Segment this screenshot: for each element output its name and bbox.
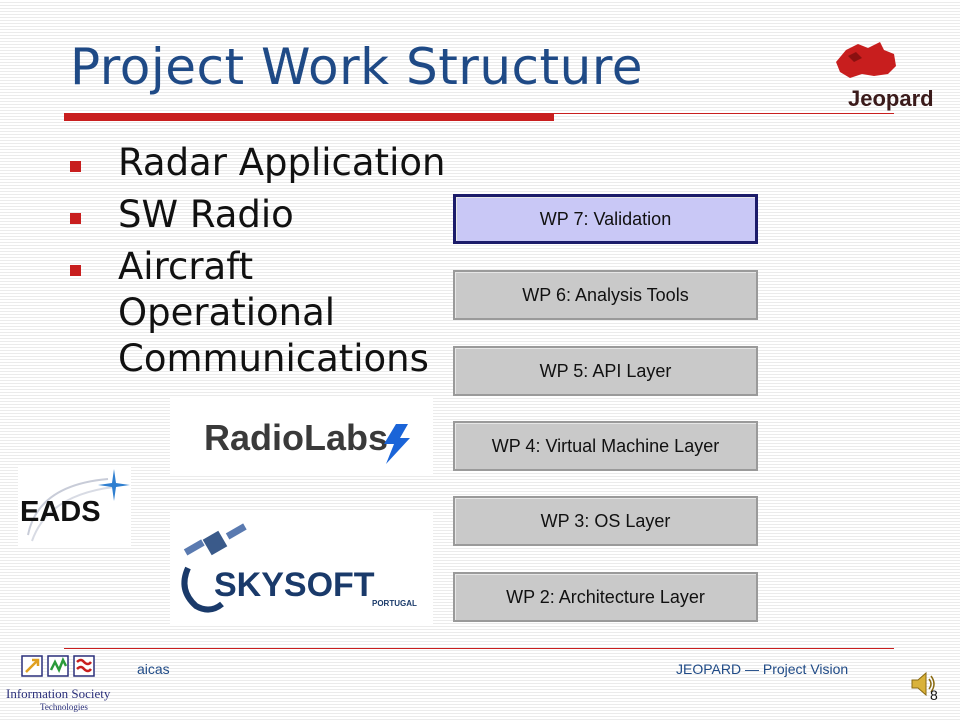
- jeopard-logo: Jeopard: [836, 42, 934, 111]
- radiolabs-logo: RadioLabs: [170, 398, 433, 474]
- wp-6-box[interactable]: WP 6: Analysis Tools: [453, 270, 758, 320]
- wp-label: WP 7: Validation: [539, 208, 672, 229]
- wp-label: WP 2: Architecture Layer: [506, 586, 705, 607]
- title-underline-thin: [554, 113, 894, 114]
- footer-right-text: JEOPARD — Project Vision: [676, 661, 849, 677]
- speaker-icon[interactable]: [908, 670, 938, 698]
- ist-line-2: Technologies: [40, 702, 88, 712]
- bullet-text: Aircraft Operational Communications: [118, 245, 429, 380]
- bullet-item: SW Radio: [70, 192, 463, 238]
- star-icon: [98, 469, 130, 501]
- eads-wordmark: EADS: [20, 496, 101, 528]
- bullet-text: Radar Application: [118, 141, 446, 184]
- bullet-item: Aircraft Operational Communications: [70, 244, 463, 382]
- footer-left-text: aicas: [137, 661, 170, 677]
- skysoft-logo: SKYSOFT PORTUGAL: [170, 510, 433, 625]
- wp-2-box[interactable]: WP 2: Architecture Layer: [453, 572, 758, 622]
- wp-label: WP 3: OS Layer: [540, 510, 671, 531]
- bullet-list: Radar Application SW Radio Aircraft Oper…: [70, 140, 463, 388]
- wp-4-box[interactable]: WP 4: Virtual Machine Layer: [453, 421, 758, 471]
- page-number: 8: [930, 687, 938, 703]
- footer-rule: [64, 648, 894, 649]
- bullet-text: SW Radio: [118, 193, 294, 236]
- wp-label: WP 5: API Layer: [539, 360, 672, 381]
- wp-3-box[interactable]: WP 3: OS Layer: [453, 496, 758, 546]
- wp-label: WP 6: Analysis Tools: [522, 284, 689, 305]
- radiolabs-wordmark: RadioLabs: [204, 417, 388, 458]
- bullet-item: Radar Application: [70, 140, 463, 186]
- wp-label: WP 4: Virtual Machine Layer: [491, 435, 720, 456]
- skysoft-subtitle: PORTUGAL: [372, 599, 417, 608]
- title-underline: [64, 113, 554, 121]
- skysoft-wordmark: SKYSOFT: [214, 566, 375, 604]
- jeopard-wordmark: Jeopard: [848, 86, 934, 111]
- ist-line-1: Information Society: [6, 686, 111, 701]
- slide-title: Project Work Structure: [70, 38, 644, 96]
- bullet-square-icon: [70, 213, 81, 224]
- bullet-square-icon: [70, 265, 81, 276]
- bullet-square-icon: [70, 161, 81, 172]
- ist-logo: Information Society Technologies: [4, 652, 116, 716]
- eads-logo: EADS: [18, 465, 131, 547]
- wp-5-box[interactable]: WP 5: API Layer: [453, 346, 758, 396]
- wp-7-box[interactable]: WP 7: Validation: [453, 194, 758, 244]
- satellite-icon: [202, 530, 228, 556]
- lightning-bolt-icon: [384, 424, 410, 464]
